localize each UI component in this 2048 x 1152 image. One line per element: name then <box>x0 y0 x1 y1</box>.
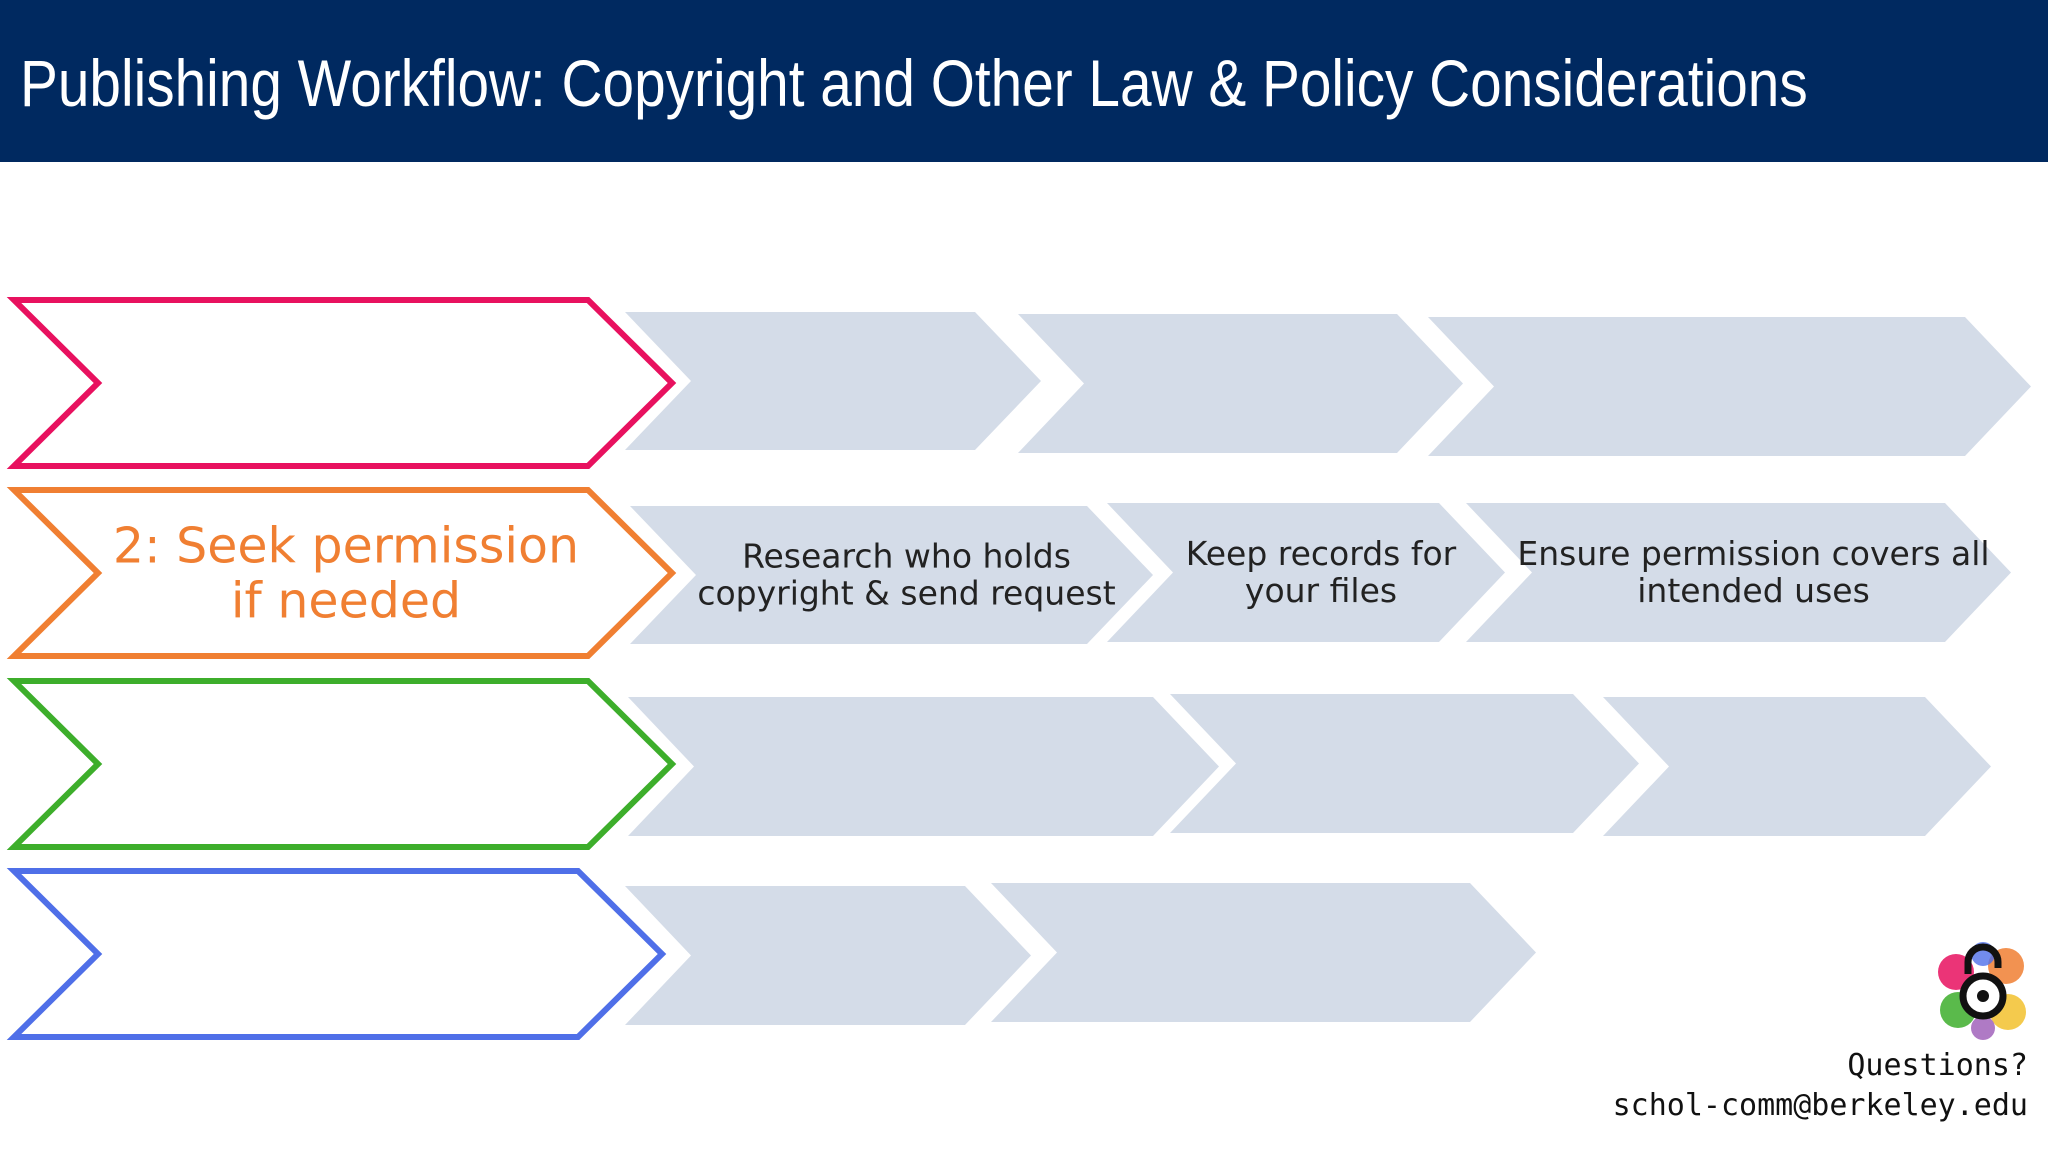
row-2-step-3-chevron <box>1466 503 2011 642</box>
row-2-step-1-chevron <box>630 506 1153 644</box>
contact-info: Questions? schol-comm@berkeley.edu <box>1508 1046 2028 1126</box>
row-2-label-text: 2: Seek permission <box>113 518 579 575</box>
row-4-label-chevron <box>6 868 667 1040</box>
page-title: Publishing Workflow: Copyright and Other… <box>20 46 1808 120</box>
row-2-step-1-text: Research who holds <box>742 537 1071 576</box>
row-2-step-2-chevron <box>1107 503 1505 642</box>
row-3-step-1-chevron <box>628 697 1219 836</box>
row-2-step-3-text: intended uses <box>1637 571 1870 610</box>
row-2-step-1-text: copyright & send request <box>697 574 1115 613</box>
row-2-label-chevron <box>6 487 677 659</box>
row-1-step-2-chevron <box>1018 314 1463 453</box>
row-4-step-2-chevron <box>991 883 1536 1022</box>
row-2-step-3-text: Ensure permission covers all <box>1517 534 1989 573</box>
row-1-step-3-chevron <box>1428 317 2031 456</box>
header-bar: Publishing Workflow: Copyright and Other… <box>0 0 2048 162</box>
row-2-label-text: if needed <box>231 573 461 630</box>
row-2-step-2-text: Keep records for <box>1186 534 1457 573</box>
contact-email[interactable]: schol-comm@berkeley.edu <box>1612 1088 2028 1123</box>
open-access-icon <box>1938 942 2026 1040</box>
row-2-step-2-text: your files <box>1245 571 1397 610</box>
row-1-label-chevron <box>6 297 677 469</box>
questions-label: Questions? <box>1847 1048 2028 1083</box>
row-3-step-2-chevron <box>1170 694 1639 833</box>
row-3-label-chevron <box>6 678 677 850</box>
row-4-step-1-chevron <box>625 886 1031 1025</box>
row-3-step-3-chevron <box>1603 697 1991 836</box>
row-1-step-1-chevron <box>625 312 1041 450</box>
